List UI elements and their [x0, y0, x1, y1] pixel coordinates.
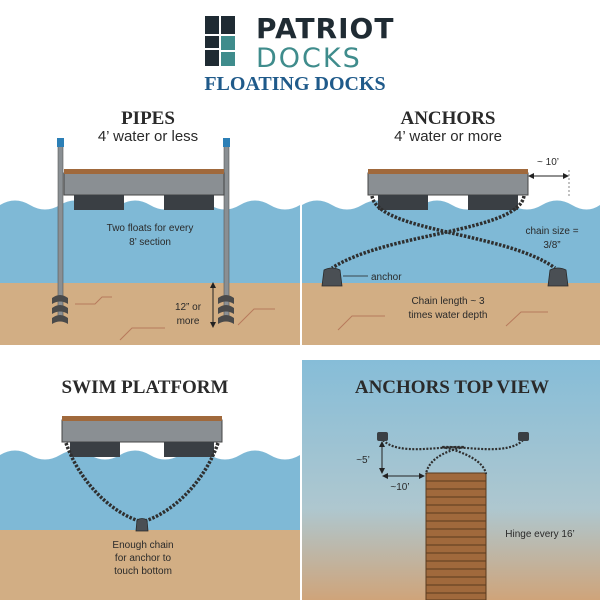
distance-dimension-arrow: [528, 170, 570, 196]
depth-note-line1: 12” or: [175, 302, 202, 313]
anchor-label: anchor: [371, 272, 402, 283]
chain-right: [331, 195, 526, 270]
dim-horizontal-label: ~10’: [390, 482, 409, 493]
dock-deck: [62, 416, 222, 421]
dock-deck: [64, 169, 224, 174]
floats-note-line1: Two floats for every: [107, 223, 194, 234]
anchor-left-icon: [377, 432, 388, 441]
chain-length-line1: Chain length ~ 3: [411, 296, 485, 307]
chain-size-line1: chain size =: [525, 226, 578, 237]
panel-anchors: ANCHORS 4’ water or more anchor ~ 10’ ch…: [302, 108, 600, 345]
auger-right-icon: [218, 295, 234, 324]
panel-title-swim: SWIM PLATFORM: [62, 377, 229, 398]
dock-float-left: [378, 195, 428, 210]
dock-top-view: [425, 472, 487, 600]
page-tagline: FLOATING DOCKS: [204, 73, 385, 95]
chain-note-line3: touch bottom: [114, 566, 172, 577]
sand-bottom: [0, 530, 300, 600]
dock-float-left: [74, 195, 124, 210]
dock-float-right: [164, 442, 214, 457]
horizontal-dimension-arrow: [382, 473, 425, 479]
brand-subname: DOCKS: [256, 43, 362, 74]
chain-wrap-right: [441, 445, 488, 475]
chain-wrap-left: [424, 445, 465, 475]
anchor-icon: [135, 518, 149, 532]
sand-ridges: [75, 296, 275, 341]
anchor-left-icon: [321, 267, 343, 287]
pipe-cap-right: [223, 138, 230, 147]
panel-title-pipes: PIPES: [121, 108, 175, 129]
pipe-left: [57, 141, 64, 319]
dim-vertical-label: ~5’: [356, 455, 370, 466]
anchor-right-icon: [518, 432, 529, 441]
patriot-docks-logo: PATRIOT DOCKS: [205, 12, 394, 74]
chain-length-line2: times water depth: [409, 310, 488, 321]
dock-frame: [63, 172, 225, 196]
chain-note-line2: for anchor to: [115, 553, 172, 564]
panel-anchors-top-view: ANCHORS TOP VIEW: [302, 360, 600, 600]
brand-name: PATRIOT: [256, 12, 394, 45]
dock-float-right: [468, 195, 518, 210]
water: [0, 450, 300, 532]
dock-float-left: [70, 442, 120, 457]
panel-title-anchors: ANCHORS: [400, 108, 495, 129]
distance-label: ~ 10’: [537, 157, 559, 168]
dock-deck: [368, 169, 528, 174]
depth-dimension-arrow: [210, 282, 216, 328]
pipe-cap-left: [57, 138, 64, 147]
chain-left: [64, 442, 143, 524]
chain-size-line2: 3/8”: [543, 240, 560, 251]
logo-mark-icon: [205, 16, 235, 66]
anchor-right-icon: [547, 267, 569, 287]
panel-swim-platform: SWIM PLATFORM Enough chain for anchor to…: [0, 377, 300, 600]
pipe-right: [223, 141, 230, 319]
floats-note-line2: 8’ section: [129, 237, 171, 248]
depth-note-line2: more: [177, 316, 200, 327]
chain-note-line1: Enough chain: [112, 540, 173, 551]
panel-subtitle-pipes: 4’ water or less: [98, 128, 198, 145]
sand-ridges: [337, 311, 548, 331]
sand-bottom: [0, 283, 300, 345]
vertical-dimension-arrow: [379, 441, 385, 474]
panel-title-top-view: ANCHORS TOP VIEW: [355, 377, 549, 398]
chain-top-right: [441, 439, 524, 451]
dock-frame: [61, 419, 223, 443]
dock-frame: [367, 172, 529, 196]
chain-right: [141, 442, 220, 524]
sand-bottom: [302, 283, 600, 345]
hinge-note: Hinge every 16’: [505, 529, 574, 540]
water: [302, 200, 600, 285]
dock-float-right: [164, 195, 214, 210]
auger-left-icon: [52, 295, 68, 324]
chain-top-left: [382, 439, 465, 451]
panel-pipes: PIPES 4’ water or less: [0, 108, 300, 345]
panel-subtitle-anchors: 4’ water or more: [394, 128, 502, 145]
